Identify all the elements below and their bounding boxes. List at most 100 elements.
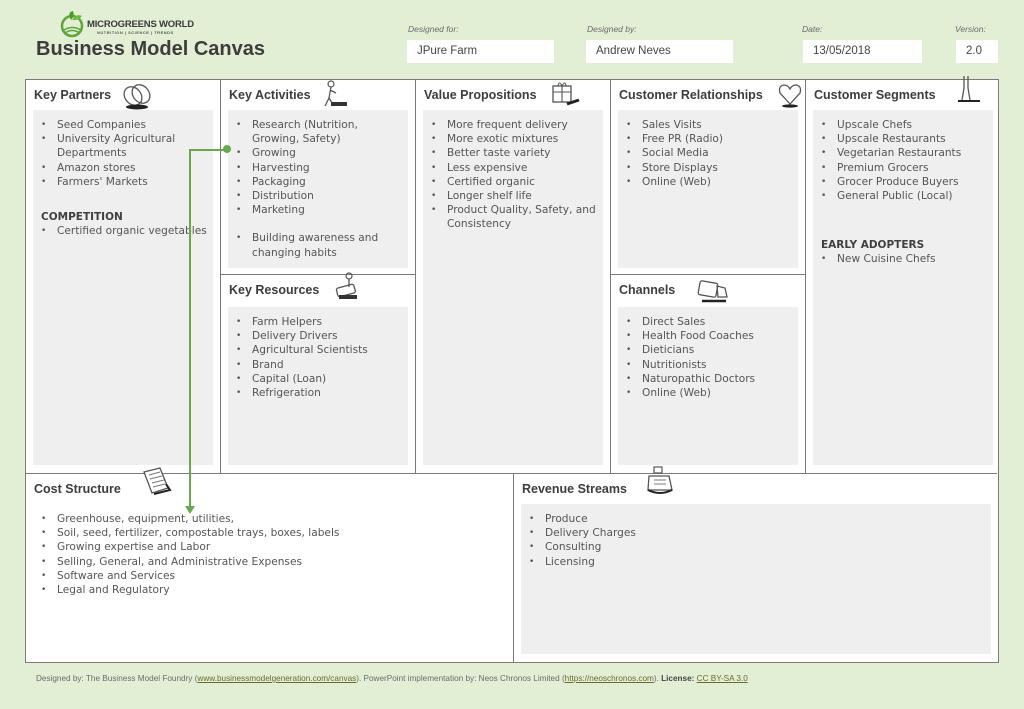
arrow-head-icon	[185, 506, 195, 514]
license-label: License:	[661, 674, 695, 683]
channels-section: Channels Direct Sales Health Food Coache…	[611, 275, 806, 474]
bmf-link[interactable]: www.businessmodelgeneration.com/canvas	[197, 674, 357, 683]
designed-for-label: Designed for:	[408, 24, 459, 34]
designed-for-field[interactable]: JPure Farm	[407, 40, 554, 63]
list-item: More exotic mixtures	[431, 132, 603, 146]
competition-heading: COMPETITION	[41, 211, 123, 224]
logo-tagline: NUTRITION | SCIENCE | TRENDS	[97, 30, 174, 35]
revenue-streams-body: Produce Delivery Charges Consulting Lice…	[521, 504, 991, 654]
list-item: Grocer Produce Buyers	[821, 175, 993, 189]
cost-structure-list: Greenhouse, equipment, utilities, Soil, …	[33, 504, 339, 597]
license-link[interactable]: CC BY-SA 3.0	[696, 674, 748, 683]
list-item: Building awareness and changing habits	[236, 231, 408, 259]
list-item: Vegetarian Restaurants	[821, 146, 993, 160]
list-item: Social Media	[626, 146, 798, 160]
designed-by-field[interactable]: Andrew Neves	[586, 40, 733, 63]
logo-name: MICROGREENS WORLD	[87, 19, 194, 30]
list-item: Delivery Charges	[529, 526, 991, 540]
customer-segments-title: Customer Segments	[814, 88, 936, 102]
cost-structure-title: Cost Structure	[34, 482, 121, 496]
list-item: Packaging	[236, 175, 408, 189]
list-item: General Public (Local)	[821, 189, 993, 203]
value-propositions-section: Value Propositions More frequent deliver…	[416, 80, 611, 474]
list-item: Marketing	[236, 203, 408, 217]
list-item: Online (Web)	[626, 386, 798, 400]
list-item: Legal and Regulatory	[41, 583, 339, 597]
list-item: Farmers' Markets	[41, 175, 213, 189]
channels-body: Direct Sales Health Food Coaches Dietici…	[618, 307, 798, 465]
channels-title: Channels	[619, 283, 676, 297]
list-item: Brand	[236, 358, 408, 372]
customer-segments-section: Customer Segments Upscale Chefs Upscale …	[806, 76, 997, 474]
list-item: New Cuisine Chefs	[821, 252, 993, 266]
list-item: Health Food Coaches	[626, 329, 798, 343]
connector-line-horizontal	[189, 149, 227, 151]
worker-icon	[324, 80, 347, 107]
list-item: University Agricultural Departments	[41, 132, 213, 160]
cost-structure-section: Cost Structure Greenhouse, equipment, ut…	[26, 467, 514, 662]
list-item: Growing	[236, 146, 408, 160]
list-item: Produce	[529, 512, 991, 526]
list-item: Distribution	[236, 189, 408, 203]
footer-close: ).	[653, 674, 662, 683]
list-item: Nutritionists	[626, 358, 798, 372]
list-item: Harvesting	[236, 161, 408, 175]
heart-icon	[778, 84, 802, 108]
key-resources-body: Farm Helpers Delivery Drivers Agricultur…	[228, 307, 408, 465]
list-item: Licensing	[529, 555, 991, 569]
footer-designed-by: Designed by: The Business Model Foundry …	[36, 674, 198, 683]
revenue-streams-section: Revenue Streams Produce Delivery Charges…	[514, 466, 997, 662]
list-item: Greenhouse, equipment, utilities,	[41, 512, 339, 526]
date-label: Date:	[802, 24, 823, 34]
list-item: Certified organic vegetables	[41, 224, 213, 238]
list-item: Seed Companies	[41, 118, 213, 132]
list-item: Delivery Drivers	[236, 329, 408, 343]
business-model-canvas: Key Partners Seed Companies University A…	[25, 76, 999, 663]
date-field[interactable]: 13/05/2018	[803, 40, 922, 63]
gift-icon	[552, 82, 580, 106]
connector-dot	[223, 145, 231, 153]
list-item: Selling, General, and Administrative Exp…	[41, 555, 339, 569]
list-item: Upscale Chefs	[821, 118, 993, 132]
truck-icon	[697, 280, 728, 303]
list-item: Product Quality, Safety, and Consistency	[431, 203, 603, 231]
list-item: Certified organic	[431, 175, 603, 189]
list-item: Naturopathic Doctors	[626, 372, 798, 386]
version-label: Version:	[955, 24, 986, 34]
leaf-logo-icon	[60, 11, 84, 38]
customer-relationships-title: Customer Relationships	[619, 88, 763, 102]
cash-register-icon	[647, 466, 673, 494]
list-item: Premium Grocers	[821, 161, 993, 175]
person-icon	[958, 76, 980, 102]
key-resources-title: Key Resources	[229, 283, 320, 297]
list-item: Amazon stores	[41, 161, 213, 175]
list-item: Growing expertise and Labor	[41, 540, 339, 554]
list-item: Dieticians	[626, 343, 798, 357]
list-item: Free PR (Radio)	[626, 132, 798, 146]
customer-segments-body: Upscale Chefs Upscale Restaurants Vegeta…	[813, 110, 993, 465]
list-item: Online (Web)	[626, 175, 798, 189]
list-item: Upscale Restaurants	[821, 132, 993, 146]
list-item: Store Displays	[626, 161, 798, 175]
list-item: Soil, seed, fertilizer, compostable tray…	[41, 526, 339, 540]
list-item: Better taste variety	[431, 146, 603, 160]
resources-icon	[335, 272, 357, 299]
list-item: Farm Helpers	[236, 315, 408, 329]
list-item: Consulting	[529, 540, 991, 554]
list-item: Agricultural Scientists	[236, 343, 408, 357]
neos-link[interactable]: https://neoschronos.com	[564, 674, 654, 683]
list-item: Direct Sales	[626, 315, 798, 329]
early-adopters-heading: EARLY ADOPTERS	[821, 239, 925, 252]
value-propositions-title: Value Propositions	[424, 88, 537, 102]
list-item: Sales Visits	[626, 118, 798, 132]
receipt-icon	[143, 467, 172, 495]
revenue-streams-title: Revenue Streams	[522, 482, 627, 496]
list-item: More frequent delivery	[431, 118, 603, 132]
list-item: Capital (Loan)	[236, 372, 408, 386]
key-partners-title: Key Partners	[34, 88, 112, 102]
customer-relationships-body: Sales Visits Free PR (Radio) Social Medi…	[618, 110, 798, 268]
version-field[interactable]: 2.0	[956, 40, 998, 63]
list-item: Longer shelf life	[431, 189, 603, 203]
key-activities-body: Research (Nutrition, Growing, Safety) Gr…	[228, 110, 408, 268]
list-item: Refrigeration	[236, 386, 408, 400]
